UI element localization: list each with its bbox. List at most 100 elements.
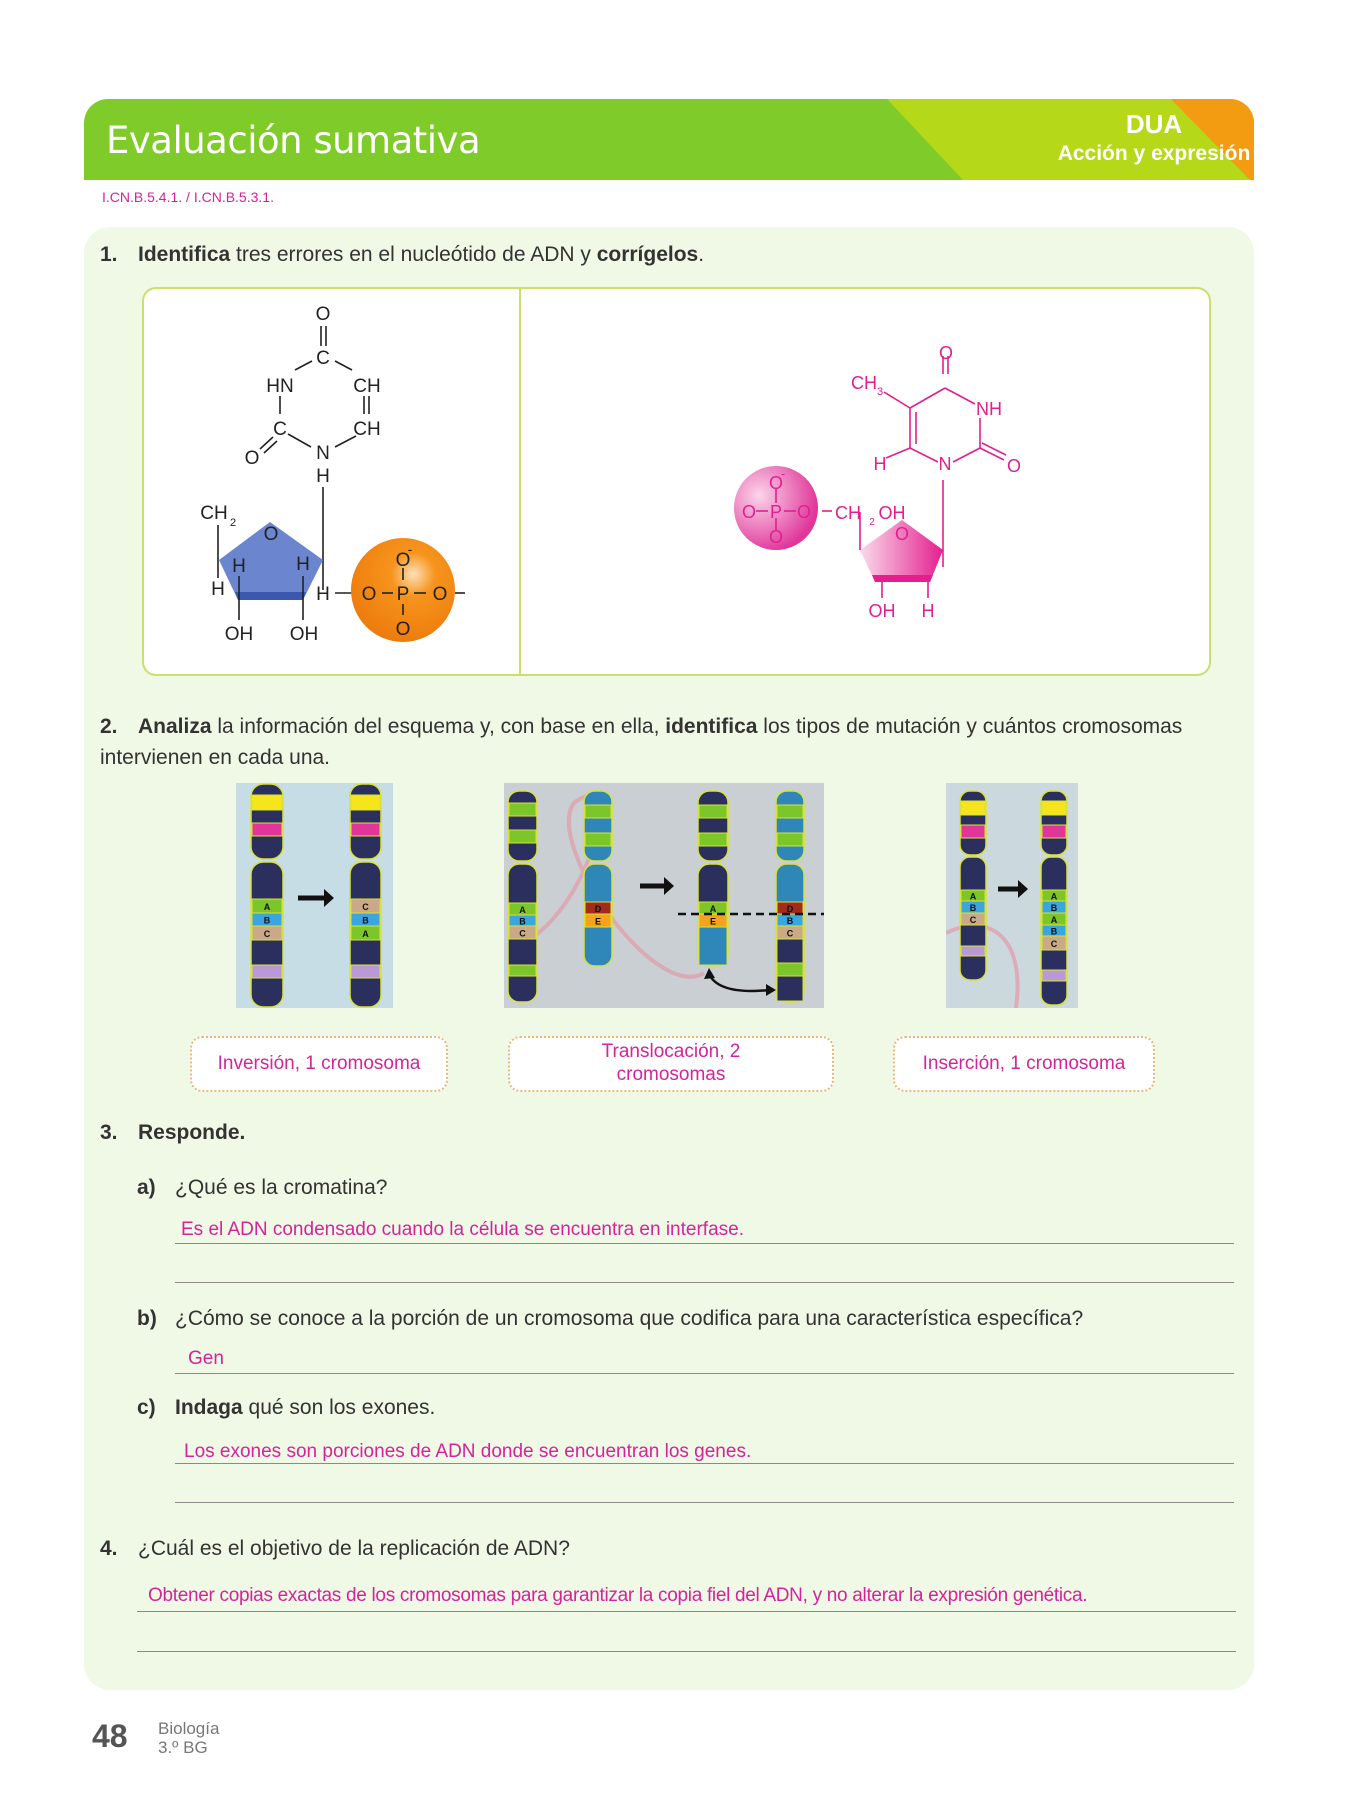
chromosome-4: DBC — [775, 790, 805, 1003]
q1-verb2: corrígelos — [596, 243, 699, 266]
band-letter: A — [264, 902, 271, 912]
atom-label: H — [296, 554, 310, 575]
answer-line — [137, 1611, 1236, 1612]
atom-label: O — [316, 304, 331, 325]
chromosome-band — [251, 794, 283, 811]
chromosome-band — [1041, 800, 1067, 816]
question-number: 1. — [100, 243, 118, 266]
answer-3a[interactable]: Es el ADN condensado cuando la célula se… — [181, 1219, 744, 1240]
atom-label: CH — [353, 419, 380, 440]
answer-box-inversion[interactable]: Inversión, 1 cromosoma — [190, 1036, 448, 1092]
q1-verb: Identifica — [138, 243, 231, 266]
atom-label: 2 — [230, 517, 236, 529]
atom-label: H — [316, 466, 330, 487]
atom-label: - — [781, 466, 785, 481]
answer-4[interactable]: Obtener copias exactas de los cromosomas… — [148, 1585, 1088, 1606]
chromosome-band — [698, 926, 728, 966]
band-letter: B — [362, 916, 369, 926]
chromosome-band — [698, 832, 728, 847]
chromosome-band — [508, 964, 537, 977]
deoxyribose-pentagon — [219, 522, 323, 600]
answer-line — [175, 1502, 1234, 1503]
question-3c: c)Indaga qué son los exones. — [137, 1396, 435, 1420]
chromosome-band — [251, 964, 283, 979]
atom-label: OH — [225, 624, 254, 645]
question-3a: a) ¿Qué es la cromatina? — [137, 1176, 387, 1200]
atom-label: HN — [266, 376, 293, 397]
q2-verb2: identifica — [665, 715, 758, 738]
chromosome-band — [350, 822, 381, 837]
chromosome-band — [776, 804, 804, 819]
band-letter: C — [787, 929, 794, 939]
answer-line — [137, 1651, 1236, 1652]
chromosome-before: ABC — [250, 783, 284, 1008]
dua-title: DUA — [1125, 109, 1183, 139]
q2-verb: Analiza — [138, 715, 212, 738]
q2-text: la información del esquema y, con base e… — [211, 715, 666, 738]
atom-label: O — [433, 584, 448, 605]
atom-label: O — [396, 550, 411, 571]
q3-title: Responde. — [138, 1121, 246, 1144]
chromosome-band — [584, 804, 612, 819]
atom-label: CH — [200, 503, 227, 524]
question-2: 2. Analiza la información del esquema y, … — [100, 711, 1240, 773]
q4-text: ¿Cuál es el objetivo de la replicación d… — [138, 1537, 570, 1560]
atom-label: OH — [290, 624, 319, 645]
chromosome-band — [776, 832, 804, 847]
chromosome-band — [1041, 824, 1067, 839]
question-number: 3. — [100, 1121, 118, 1144]
sub-letter: a) — [137, 1176, 156, 1199]
atom-label: H — [316, 584, 330, 605]
atom-label: C — [273, 419, 287, 440]
chromosome-band — [776, 962, 804, 977]
figure-divider — [519, 287, 521, 676]
answer-3b[interactable]: Gen — [188, 1348, 224, 1369]
page-number: 48 — [92, 1718, 128, 1754]
chromosome-band — [350, 964, 381, 979]
chromosome-band — [960, 800, 986, 816]
q3c-text: qué son los exones. — [242, 1396, 436, 1419]
answer-3c[interactable]: Los exones son porciones de ADN donde se… — [184, 1441, 752, 1462]
answer-box-translocation[interactable]: Translocación, 2 cromosomas — [508, 1036, 834, 1092]
chromosome-band — [251, 925, 283, 941]
atom-label: O — [939, 343, 953, 363]
chromosome-1: ABC — [507, 790, 538, 1003]
q1-end: . — [698, 243, 705, 266]
answer-line — [175, 1463, 1234, 1464]
band-letter: B — [519, 917, 526, 927]
chromosome-band — [960, 824, 986, 839]
band-letter: A — [362, 929, 369, 939]
atom-label: O — [245, 448, 260, 469]
q1-text: tres errores en el nucleótido de ADN y — [230, 243, 597, 266]
phosphate-sphere — [734, 466, 818, 550]
atom-label: O — [895, 524, 909, 544]
inversion-diagram: ABC CBA — [236, 783, 393, 1008]
band-letter: D — [787, 904, 794, 914]
chromosome-band — [1041, 935, 1067, 951]
answer-box-insertion[interactable]: Inserción, 1 cromosoma — [893, 1036, 1155, 1092]
chromosome-before: ABC — [959, 790, 987, 981]
atom-label: P — [770, 502, 782, 522]
atom-label: O — [1007, 456, 1021, 476]
chromosome-band — [698, 804, 728, 819]
q3a-text: ¿Qué es la cromatina? — [175, 1176, 388, 1199]
atom-label: H — [922, 601, 935, 621]
question-number: 4. — [100, 1537, 118, 1560]
atom-label: NH — [976, 399, 1002, 419]
atom-label: N — [939, 454, 952, 474]
chromosome-band — [584, 832, 612, 847]
band-letter: B — [787, 916, 794, 926]
chromosome-after: CBA — [349, 783, 382, 1008]
band-letter: D — [595, 904, 602, 914]
band-letter: E — [595, 917, 601, 927]
atom-label: CH — [353, 376, 380, 397]
question-number: 2. — [100, 715, 118, 738]
atom-label: 3 — [877, 386, 883, 398]
atom-label: OH — [879, 503, 906, 523]
